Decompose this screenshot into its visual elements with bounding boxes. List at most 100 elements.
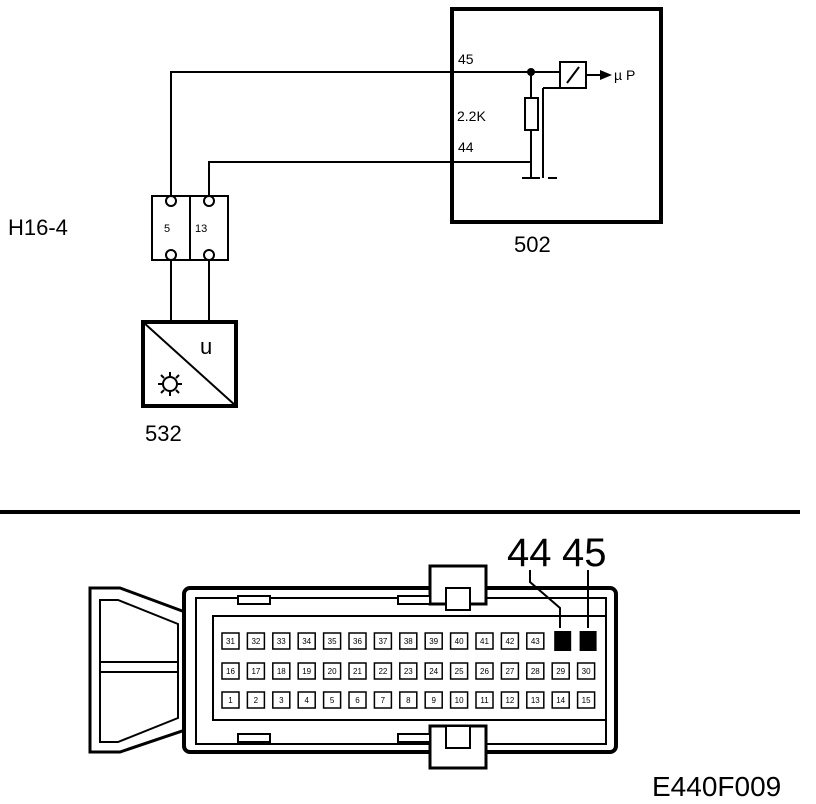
connector-pin-13-label: 13: [195, 223, 207, 235]
svg-text:1: 1: [228, 696, 233, 705]
svg-text:5: 5: [330, 696, 335, 705]
pin-12: 12: [500, 691, 520, 709]
svg-text:30: 30: [582, 667, 591, 676]
pin-36: 36: [348, 632, 367, 650]
pin-24: 24: [424, 662, 443, 680]
svg-text:8: 8: [406, 696, 411, 705]
pin-21: 21: [348, 662, 367, 680]
svg-text:39: 39: [429, 637, 438, 646]
pin-18: 18: [272, 662, 291, 680]
connector-pin-5-label: 5: [164, 223, 170, 235]
svg-text:19: 19: [302, 667, 311, 676]
svg-text:17: 17: [251, 667, 260, 676]
svg-text:12: 12: [505, 696, 514, 705]
gear-icon: [158, 372, 182, 396]
ecu-ref-label: 502: [514, 232, 551, 257]
pin-35: 35: [322, 632, 342, 650]
ecu-pin-45-label: 45: [458, 51, 474, 67]
svg-text:4: 4: [304, 696, 309, 705]
pin-34: 34: [297, 632, 316, 650]
svg-text:20: 20: [328, 667, 337, 676]
pin-42: 42: [500, 632, 520, 650]
svg-text:11: 11: [480, 696, 489, 705]
svg-text:6: 6: [355, 696, 360, 705]
svg-text:28: 28: [531, 667, 540, 676]
pin-7: 7: [373, 691, 393, 709]
pin-1: 1: [221, 691, 240, 709]
pin-30: 30: [576, 662, 596, 680]
svg-text:27: 27: [505, 667, 514, 676]
resistor: [524, 97, 539, 131]
pin-15: 15: [576, 691, 596, 709]
pin-14: 14: [551, 691, 570, 709]
pin-28: 28: [526, 662, 545, 680]
pin-8: 8: [399, 691, 418, 709]
pin-10: 10: [449, 691, 469, 709]
pin-19: 19: [297, 662, 316, 680]
svg-text:32: 32: [251, 637, 260, 646]
pin-45-highlighted: [579, 631, 597, 651]
svg-text:36: 36: [353, 637, 362, 646]
pin-43: 43: [526, 632, 545, 650]
pin-9: 9: [424, 691, 443, 709]
pin-40: 40: [449, 632, 469, 650]
pin-32: 32: [246, 632, 266, 650]
svg-text:2: 2: [254, 696, 259, 705]
svg-text:37: 37: [378, 637, 387, 646]
svg-text:25: 25: [455, 667, 464, 676]
svg-text:33: 33: [277, 637, 286, 646]
pin-6: 6: [348, 691, 367, 709]
pin-11: 11: [475, 691, 494, 709]
pin-26: 26: [475, 662, 494, 680]
schematic: 45 44 2.2K 502 µ P H16-4 5 13: [8, 7, 663, 446]
svg-text:7: 7: [381, 696, 386, 705]
pin-37: 37: [373, 632, 393, 650]
svg-text:43: 43: [531, 637, 540, 646]
pin-33: 33: [272, 632, 291, 650]
svg-text:24: 24: [429, 667, 438, 676]
svg-text:13: 13: [531, 696, 540, 705]
svg-text:23: 23: [404, 667, 413, 676]
svg-text:21: 21: [353, 667, 362, 676]
connector-ref-label: H16-4: [8, 215, 68, 240]
pin-27: 27: [500, 662, 520, 680]
resistor-label: 2.2K: [457, 108, 486, 124]
svg-text:31: 31: [226, 637, 235, 646]
svg-text:42: 42: [505, 637, 514, 646]
pin-22: 22: [373, 662, 393, 680]
pin-25: 25: [449, 662, 469, 680]
sensor-ref-label: 532: [145, 421, 182, 446]
pin-41: 41: [475, 632, 494, 650]
svg-text:40: 40: [455, 637, 464, 646]
sensor-u-label: u: [200, 334, 212, 359]
svg-text:29: 29: [556, 667, 565, 676]
callout-45: 45: [562, 531, 607, 575]
svg-text:9: 9: [431, 696, 436, 705]
svg-text:34: 34: [302, 637, 311, 646]
svg-text:26: 26: [480, 667, 489, 676]
microprocessor-label: µ P: [614, 67, 635, 83]
svg-text:22: 22: [378, 667, 387, 676]
pin-13: 13: [526, 691, 545, 709]
ecu-pin-44-label: 44: [458, 139, 474, 155]
pin-3: 3: [272, 691, 291, 709]
pin-31: 31: [221, 632, 240, 650]
callout-44: 44: [507, 531, 552, 575]
pin-39: 39: [424, 632, 443, 650]
pin-44-highlighted: [554, 631, 572, 651]
ecu-box: [450, 7, 663, 224]
pin-2: 2: [246, 691, 266, 709]
pin-23: 23: [399, 662, 418, 680]
pin-29: 29: [551, 662, 570, 680]
figure-id: E440F009: [652, 771, 781, 802]
svg-text:14: 14: [556, 696, 565, 705]
svg-text:16: 16: [226, 667, 235, 676]
svg-text:3: 3: [279, 696, 284, 705]
pin-20: 20: [322, 662, 342, 680]
svg-text:41: 41: [480, 637, 489, 646]
pin-16: 16: [221, 662, 240, 680]
pin-5: 5: [322, 691, 342, 709]
